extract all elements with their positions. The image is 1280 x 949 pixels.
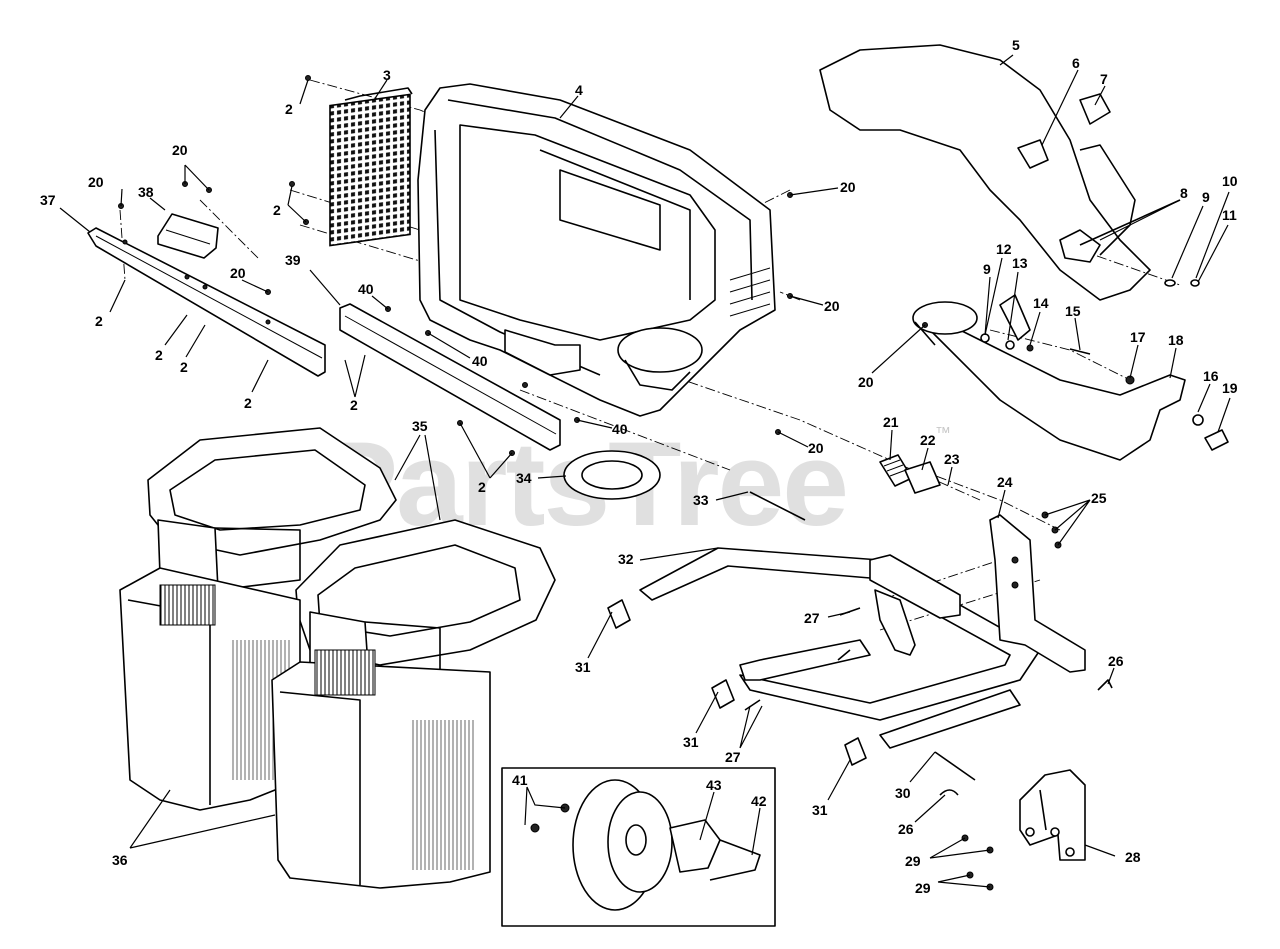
callout-28: 28 (1125, 849, 1141, 865)
part-3-grille-screen (329, 87, 413, 247)
callout-16: 16 (1203, 368, 1219, 384)
callout-9: 9 (983, 261, 991, 277)
callout-31: 31 (812, 802, 828, 818)
callout-24: 24 (997, 474, 1013, 490)
callout-20: 20 (808, 440, 824, 456)
callout-42: 42 (751, 793, 767, 809)
callout-9: 9 (1202, 189, 1210, 205)
callout-2: 2 (285, 101, 293, 117)
callout-2: 2 (350, 397, 358, 413)
callout-21: 21 (883, 414, 899, 430)
callout-32: 32 (618, 551, 634, 567)
callout-2: 2 (273, 202, 281, 218)
callout-15: 15 (1065, 303, 1081, 319)
inset-wheel-box (501, 767, 776, 927)
callout-25: 25 (1091, 490, 1107, 506)
callout-4: 4 (575, 82, 583, 98)
callout-12: 12 (996, 241, 1012, 257)
part-24-bracket (989, 511, 1113, 691)
part-36-bag-bottom-left (119, 567, 301, 811)
part-28-bracket (1019, 769, 1086, 861)
callout-40: 40 (472, 353, 488, 369)
part-30-pin (934, 751, 976, 781)
callout-37: 37 (40, 192, 56, 208)
part-31-bushing-c (844, 737, 867, 766)
part-39-plate (339, 303, 561, 451)
callout-20: 20 (230, 265, 246, 281)
callout-labels: 2 3 4 2 20 20 37 38 20 20 39 40 2 2 2 2 … (40, 37, 1238, 896)
watermark-trademark: ™ (935, 425, 951, 442)
callout-40: 40 (358, 281, 374, 297)
callout-6: 6 (1072, 55, 1080, 71)
callout-11: 11 (1222, 207, 1237, 223)
callout-14: 14 (1033, 295, 1049, 311)
callout-5: 5 (1012, 37, 1020, 53)
part-32-frame (639, 547, 1041, 749)
callout-33: 33 (693, 492, 709, 508)
part-5-chute (819, 44, 1181, 301)
callout-2: 2 (244, 395, 252, 411)
callout-36: 36 (112, 852, 128, 868)
callout-40: 40 (612, 421, 628, 437)
part-29-bolts (961, 834, 994, 891)
callout-20: 20 (88, 174, 104, 190)
callout-31: 31 (575, 659, 591, 675)
part-37-support-bar (87, 227, 326, 377)
part-13-lever (980, 294, 1034, 352)
part-26-clip (939, 789, 959, 796)
callout-3: 3 (383, 67, 391, 83)
callout-31: 31 (683, 734, 699, 750)
callout-41: 41 (512, 772, 528, 788)
callout-34: 34 (516, 470, 532, 486)
leader-lines (59, 54, 1231, 888)
callout-13: 13 (1012, 255, 1028, 271)
part-34-ring (563, 450, 661, 500)
callout-26: 26 (898, 821, 914, 837)
callout-2: 2 (155, 347, 163, 363)
hardware-right (1069, 279, 1229, 451)
callout-22: 22 (920, 432, 936, 448)
callout-2: 2 (478, 479, 486, 495)
callout-2: 2 (95, 313, 103, 329)
callout-19: 19 (1222, 380, 1238, 396)
callout-27: 27 (725, 749, 741, 765)
part-18-chute-lower (912, 301, 1186, 461)
part-38-bracket (157, 213, 219, 259)
callout-29: 29 (905, 853, 921, 869)
callout-18: 18 (1168, 332, 1184, 348)
callout-43: 43 (706, 777, 722, 793)
callout-27: 27 (804, 610, 820, 626)
part-31-bushing-a (607, 599, 631, 629)
callout-29: 29 (915, 880, 931, 896)
callout-20: 20 (824, 298, 840, 314)
callout-20: 20 (172, 142, 188, 158)
callout-2: 2 (180, 359, 188, 375)
callout-30: 30 (895, 785, 911, 801)
callout-20: 20 (858, 374, 874, 390)
part-31-bushing-b (711, 679, 735, 709)
callout-17: 17 (1130, 329, 1146, 345)
callout-20: 20 (840, 179, 856, 195)
callout-38: 38 (138, 184, 154, 200)
callout-7: 7 (1100, 71, 1108, 87)
part-4-housing (417, 83, 776, 417)
callout-23: 23 (944, 451, 960, 467)
callout-8: 8 (1180, 185, 1188, 201)
part-36-bag-bottom-right (271, 649, 491, 889)
callout-26: 26 (1108, 653, 1124, 669)
part-33-rod (749, 491, 806, 521)
callout-10: 10 (1222, 173, 1238, 189)
callout-35: 35 (412, 418, 428, 434)
part-22-tube (904, 461, 941, 494)
callout-39: 39 (285, 252, 301, 268)
